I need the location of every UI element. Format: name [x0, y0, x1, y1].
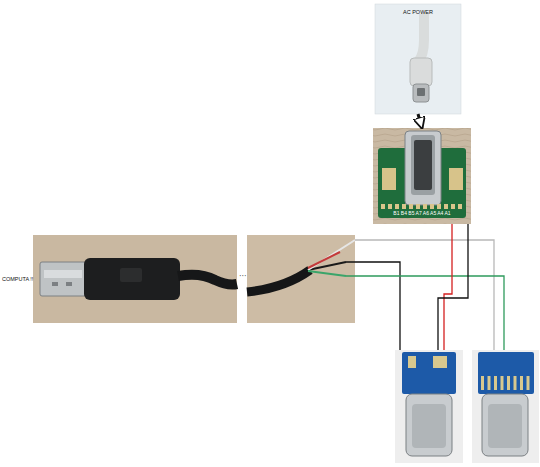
computer-cable-box: COMPUTA !! [2, 235, 242, 323]
usb-c-plug-photo [395, 350, 463, 463]
solder-pad [395, 204, 399, 209]
plug-pin [520, 376, 523, 390]
black-wire [438, 224, 468, 352]
power-source-box: AC POWER [374, 4, 462, 114]
usb-c-plug-photo [472, 350, 539, 463]
solder-pad [437, 204, 441, 209]
ellipsis-mark: ··· [239, 272, 247, 281]
solder-pad [381, 204, 385, 209]
solder-pad [451, 204, 455, 209]
solder-pad [444, 204, 448, 209]
solder-pad [458, 204, 462, 209]
node-label: B1 B4 B5 A7 A6 A5 A4 A1 [374, 210, 470, 216]
solder-pad [388, 204, 392, 209]
stripped-cable-photo [247, 235, 355, 323]
plug-pin [514, 376, 517, 390]
solder-pad [402, 204, 406, 209]
solder-pad [430, 204, 434, 209]
white-wire [355, 240, 494, 352]
breakout-pads [381, 204, 462, 209]
plug-pin [494, 376, 497, 390]
plug-pin [527, 376, 530, 390]
breakout-board-box: B1 B4 B5 A7 A6 A5 A4 A1 [372, 128, 472, 224]
plug-pin [488, 376, 491, 390]
node-label: AC POWER [376, 9, 460, 15]
wires [346, 224, 504, 352]
ac-cable-photo [375, 4, 461, 114]
node-label: COMPUTA !! [2, 276, 242, 282]
usb-c-breakout-photo [373, 128, 471, 224]
green-wire [346, 276, 504, 352]
flow-arrow [418, 114, 422, 128]
plug-pin [501, 376, 504, 390]
solder-pad [423, 204, 427, 209]
plug-pin [481, 376, 484, 390]
usb-a-cable-photo [33, 235, 237, 323]
plug-pin [507, 376, 510, 390]
solder-pad [409, 204, 413, 209]
plug-pins [481, 376, 530, 390]
solder-pad [416, 204, 420, 209]
red-wire [444, 224, 452, 352]
